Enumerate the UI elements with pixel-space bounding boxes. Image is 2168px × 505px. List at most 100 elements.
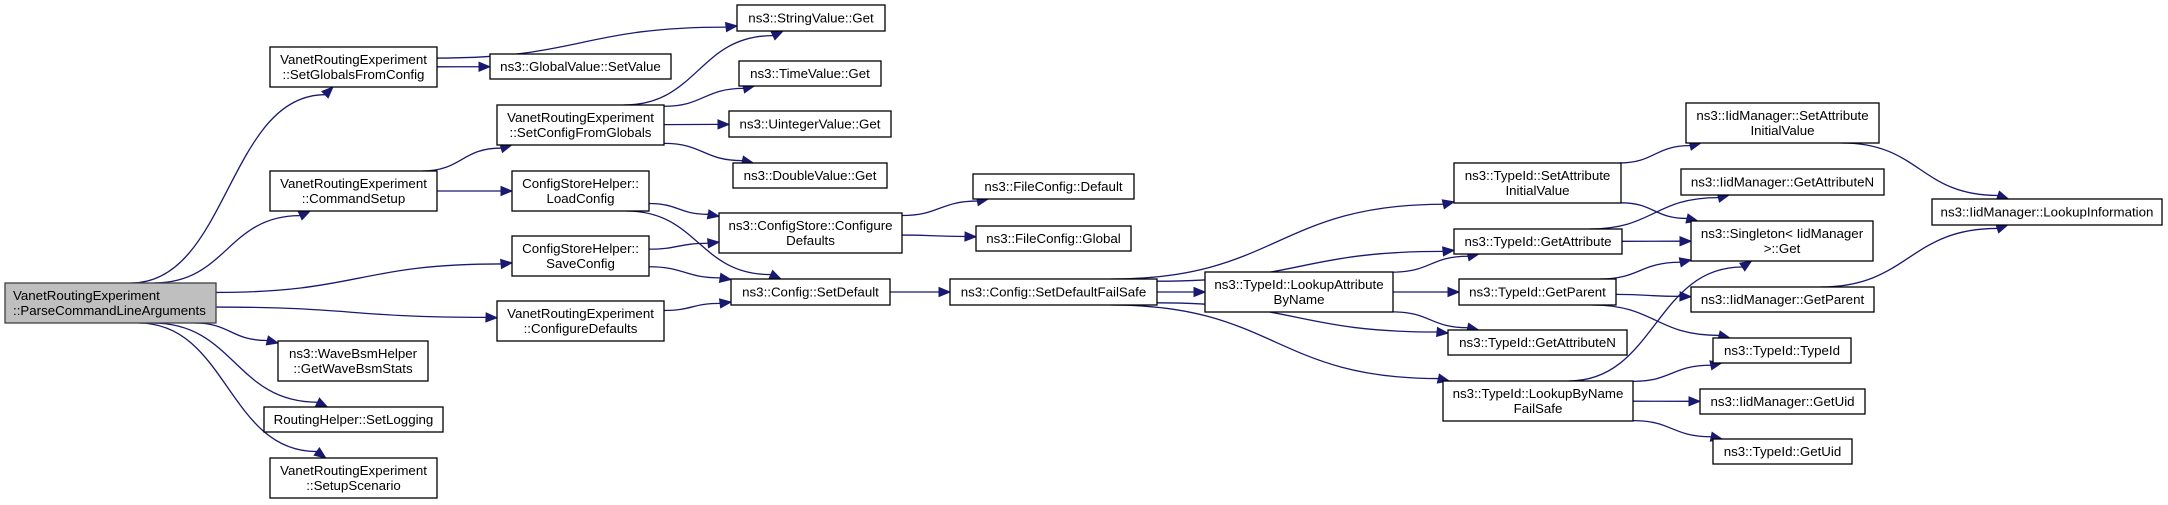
node-iid-get-attr-n[interactable]: ns3::IidManager::GetAttributeN [1680, 168, 1885, 196]
edge-line [152, 322, 318, 403]
node-label: ns3::TypeId::GetUid [1724, 444, 1842, 459]
edge-line [648, 242, 709, 250]
edge-lookup-by-name-to-iid-get-uid [1632, 396, 1702, 407]
node-set-globals[interactable]: VanetRoutingExperiment::SetGlobalsFromCo… [269, 46, 438, 88]
edge-line [663, 302, 721, 312]
edge-set-config-from-globals-to-uint-get [663, 119, 731, 130]
node-conf-defaults[interactable]: VanetRoutingExperiment::ConfigureDefault… [496, 300, 665, 342]
node-label: ns3::TypeId::LookupAttribute [1214, 277, 1383, 292]
edge-parse-to-set-globals [131, 86, 334, 284]
node-label: ns3::TypeId::GetAttribute [1464, 234, 1611, 249]
node-load-config[interactable]: ConfigStoreHelper::LoadConfig [511, 170, 650, 212]
node-set-logging[interactable]: RoutingHelper::SetLogging [263, 406, 444, 433]
node-box [972, 173, 1135, 200]
node-label: ns3::IidManager::SetAttribute [1696, 108, 1868, 123]
node-label: ns3::TypeId::LookupByName [1453, 386, 1624, 401]
arrowhead-icon [314, 397, 329, 408]
node-box [949, 278, 1158, 306]
node-label: SaveConfig [546, 256, 615, 271]
node-iid-set-attr[interactable]: ns3::IidManager::SetAttributeInitialValu… [1685, 102, 1880, 144]
node-label: LoadConfig [546, 191, 614, 206]
edge-line [1632, 364, 1711, 382]
node-label: ns3::GlobalValue::SetValue [500, 59, 661, 74]
node-label: >::Get [1764, 241, 1801, 256]
node-box [269, 457, 438, 499]
arrowhead-icon [718, 298, 733, 309]
node-wave-bsm[interactable]: ns3::WaveBsmHelper::GetWaveBsmStats [277, 340, 429, 382]
node-label: ns3::IidManager::GetParent [1701, 292, 1865, 307]
edge-line [1111, 304, 1439, 380]
node-label: VanetRoutingExperiment [280, 463, 427, 478]
node-uint-get[interactable]: ns3::UintegerValue::Get [728, 110, 892, 138]
node-box [511, 170, 650, 212]
arrowhead-icon [313, 447, 327, 459]
node-label: VanetRoutingExperiment [507, 110, 654, 125]
node-cs-configure[interactable]: ns3::ConfigStore::ConfigureDefaults [718, 212, 903, 254]
node-box [489, 53, 672, 80]
node-label: ns3::WaveBsmHelper [289, 346, 418, 361]
edge-line [1589, 196, 1719, 230]
edge-line [1615, 293, 1681, 298]
arrowhead-icon [1436, 326, 1450, 338]
node-tid-get-parent[interactable]: ns3::TypeId::GetParent [1458, 278, 1617, 306]
node-iid-get-uid[interactable]: ns3::IidManager::GetUid [1699, 388, 1866, 415]
node-label: ByName [1274, 292, 1325, 307]
node-label: ns3::StringValue::Get [748, 11, 874, 26]
node-label: ::ConfigureDefaults [524, 321, 638, 336]
node-label: ns3::TypeId::SetAttribute [1465, 168, 1611, 183]
node-set-config-from-globals[interactable]: VanetRoutingExperiment::SetConfigFromGlo… [496, 104, 665, 146]
edge-set-globals-to-global-set-value [436, 61, 492, 72]
node-label: ::ParseCommandLineArguments [13, 303, 206, 318]
node-parse[interactable]: VanetRoutingExperiment::ParseCommandLine… [4, 282, 217, 324]
node-label: ns3::Config::SetDefaultFailSafe [961, 285, 1147, 300]
edge-set-globals-to-string-get [436, 21, 739, 59]
node-save-config[interactable]: ConfigStoreHelper::SaveConfig [511, 235, 650, 277]
edge-lookup-by-name-to-tid-get-uid [1632, 419, 1724, 442]
node-lookup-info[interactable]: ns3::IidManager::LookupInformation [1931, 198, 2163, 226]
node-label: ns3::IidManager::LookupInformation [1941, 205, 2154, 220]
edge-cfg-set-default-to-cfg-fail-safe [890, 286, 952, 298]
node-string-get[interactable]: ns3::StringValue::Get [736, 4, 886, 32]
node-time-get[interactable]: ns3::TimeValue::Get [738, 60, 882, 87]
arrowhead-icon [500, 258, 514, 270]
node-label: VanetRoutingExperiment [280, 176, 427, 191]
edge-cs-configure-to-fc-global [901, 231, 978, 242]
node-label: ns3::ConfigStore::Configure [728, 218, 892, 233]
node-box [732, 162, 888, 189]
edge-line [1820, 227, 1998, 288]
node-tid-get-attr[interactable]: ns3::TypeId::GetAttribute [1453, 228, 1623, 255]
arrowhead-icon [500, 185, 514, 197]
edge-line [1632, 419, 1712, 438]
node-tid-get-uid[interactable]: ns3::TypeId::GetUid [1712, 438, 1853, 465]
node-global-set-value[interactable]: ns3::GlobalValue::SetValue [489, 53, 672, 80]
arrowhead-icon [1678, 257, 1693, 268]
edge-line [1599, 261, 1681, 280]
node-cmd-setup[interactable]: VanetRoutingExperiment::CommandSetup [269, 170, 438, 212]
node-fc-default[interactable]: ns3::FileConfig::Default [972, 173, 1135, 200]
node-box [4, 282, 217, 324]
node-tid-type-id[interactable]: ns3::TypeId::TypeId [1712, 337, 1852, 364]
node-setup-scenario[interactable]: VanetRoutingExperiment::SetupScenario [269, 457, 438, 499]
node-box [1931, 198, 2163, 226]
node-cfg-fail-safe[interactable]: ns3::Config::SetDefaultFailSafe [949, 278, 1158, 306]
node-box [1712, 337, 1852, 364]
node-tid-get-attr-n[interactable]: ns3::TypeId::GetAttributeN [1447, 329, 1628, 356]
edge-line [1568, 266, 1743, 382]
node-label: ns3::UintegerValue::Get [740, 117, 881, 132]
node-iid-get-parent[interactable]: ns3::IidManager::GetParent [1690, 286, 1875, 313]
node-double-get[interactable]: ns3::DoubleValue::Get [732, 162, 888, 189]
node-box [277, 340, 429, 382]
node-singleton-get[interactable]: ns3::Singleton< IidManager>::Get [1690, 220, 1874, 262]
arrowhead-icon [707, 238, 721, 249]
node-label: FailSafe [1514, 401, 1563, 416]
node-cfg-set-default[interactable]: ns3::Config::SetDefault [730, 278, 891, 306]
node-box [730, 278, 891, 306]
edge-tid-get-parent-to-singleton-get [1599, 257, 1693, 280]
edge-parse-to-conf-defaults [215, 306, 499, 323]
edge-lookup-attr-to-tid-get-attr [1392, 251, 1481, 273]
node-fc-global[interactable]: ns3::FileConfig::Global [975, 225, 1132, 252]
